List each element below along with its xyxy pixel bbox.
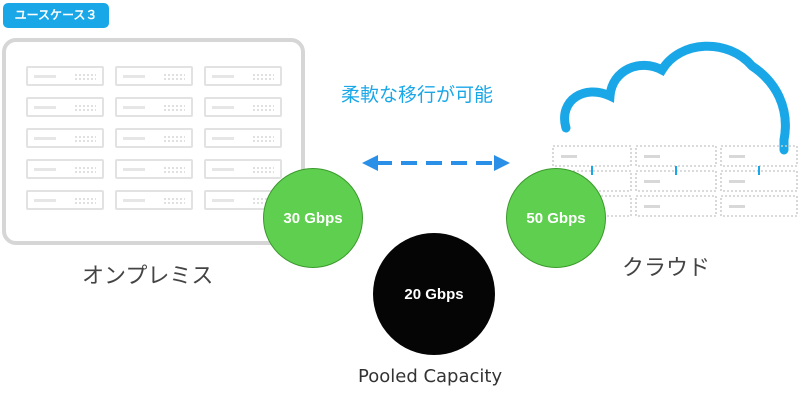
server-unit bbox=[115, 97, 193, 117]
server-unit bbox=[204, 66, 282, 86]
server-unit bbox=[204, 128, 282, 148]
server-unit bbox=[204, 97, 282, 117]
pooled-capacity-label: Pooled Capacity bbox=[358, 366, 503, 387]
server-unit bbox=[26, 97, 104, 117]
cloud-connector-lines bbox=[591, 166, 760, 175]
server-unit bbox=[115, 128, 193, 148]
onprem-capacity-circle: 30 Gbps bbox=[263, 168, 363, 268]
cloud-capacity-circle: 50 Gbps bbox=[506, 168, 606, 268]
server-unit bbox=[26, 159, 104, 179]
server-unit bbox=[204, 159, 282, 179]
onprem-label: オンプレミス bbox=[82, 264, 214, 289]
server-unit bbox=[115, 159, 193, 179]
use-case-badge: ユースケース３ bbox=[3, 3, 109, 28]
cloud-icon bbox=[560, 41, 790, 155]
cloud-label: クラウド bbox=[622, 256, 711, 281]
cloud-server-unit bbox=[720, 195, 798, 217]
onprem-capacity-value: 30 Gbps bbox=[283, 209, 343, 227]
on-premises-server-rack bbox=[2, 38, 305, 245]
pooled-capacity-value: 20 Gbps bbox=[404, 285, 464, 303]
bidirectional-arrow-icon bbox=[362, 155, 510, 171]
cloud-server-unit bbox=[635, 195, 717, 217]
server-unit bbox=[204, 190, 282, 210]
server-unit bbox=[26, 128, 104, 148]
pooled-capacity-circle: 20 Gbps bbox=[373, 233, 495, 355]
server-unit bbox=[115, 190, 193, 210]
cloud-capacity-value: 50 Gbps bbox=[526, 209, 586, 227]
flexible-migration-label: 柔軟な移行が可能 bbox=[341, 84, 494, 106]
server-unit bbox=[26, 66, 104, 86]
server-unit bbox=[26, 190, 104, 210]
server-unit bbox=[115, 66, 193, 86]
